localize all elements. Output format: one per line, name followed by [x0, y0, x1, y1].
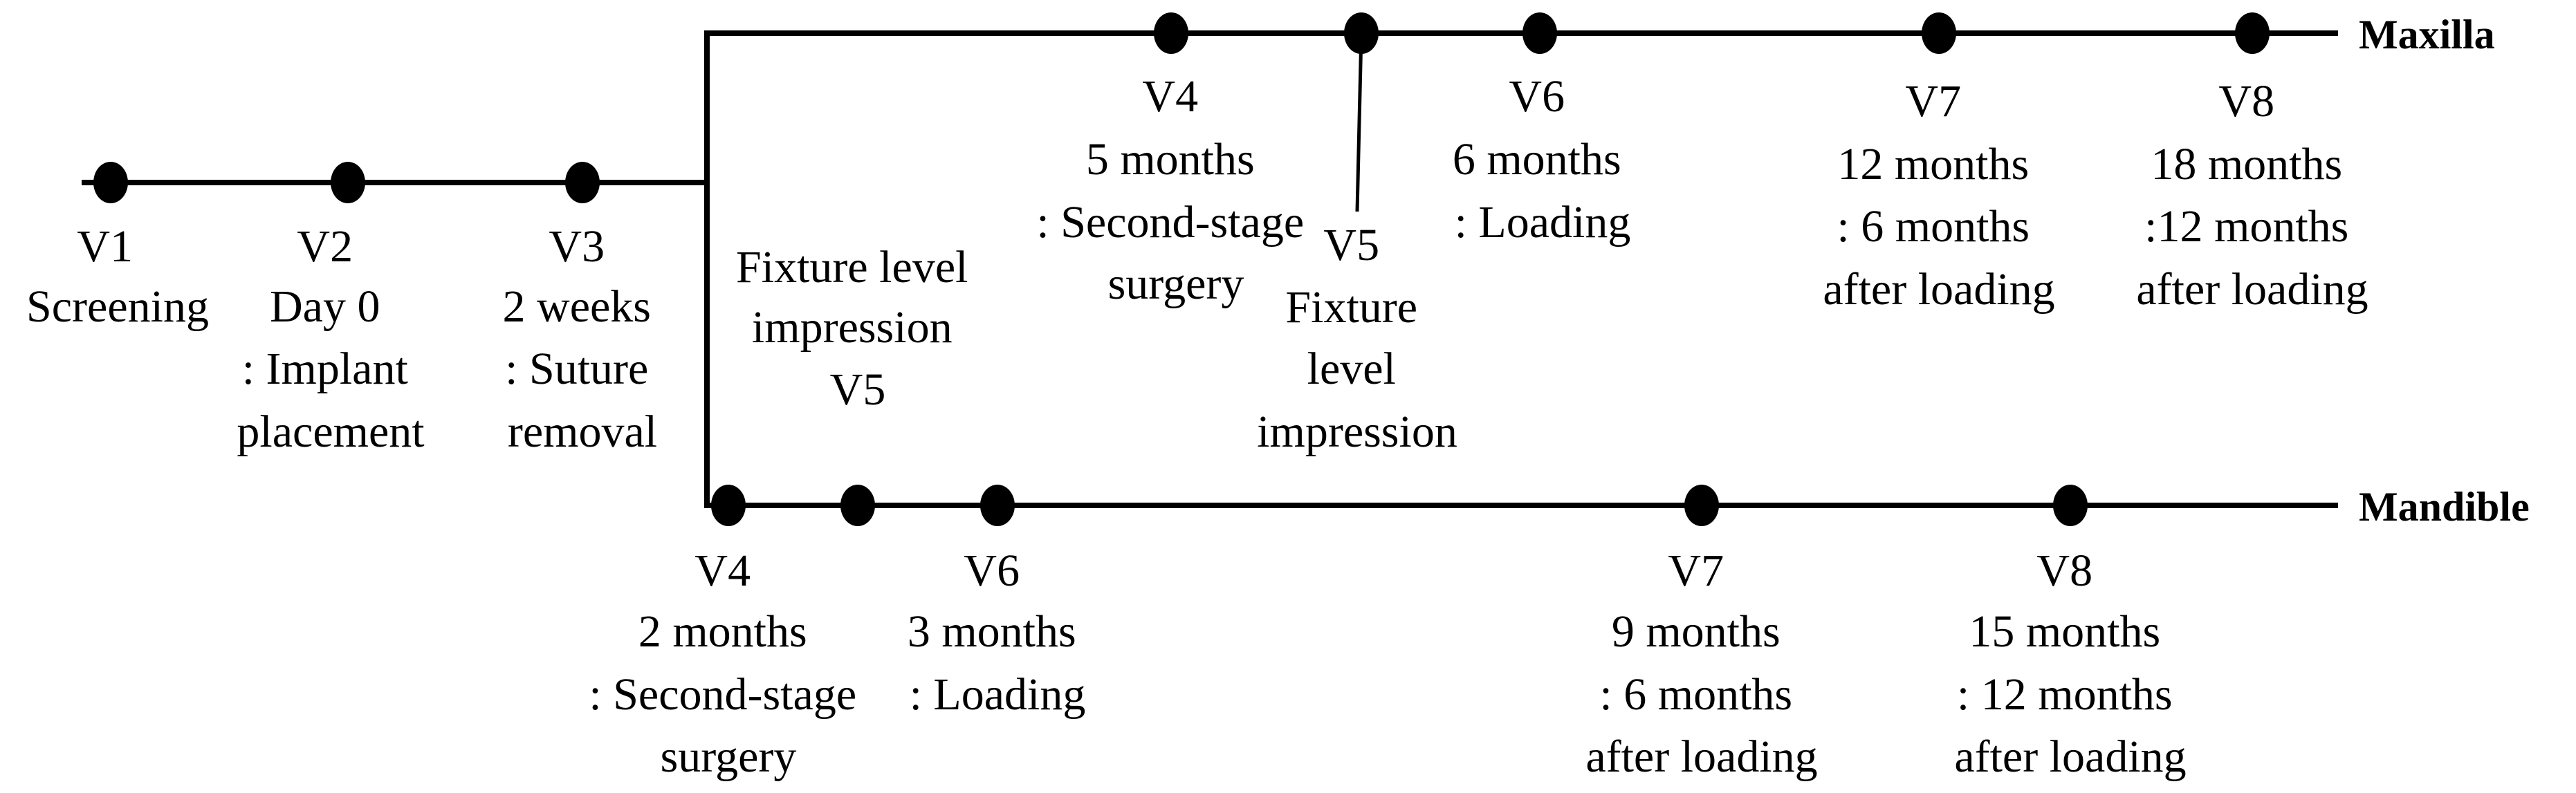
mand-v6-label: V6 3 months : Loading: [908, 545, 1087, 720]
max-v4-dot: [1154, 12, 1188, 54]
max-v8-label: V8 18 months :12 months after loading: [2136, 76, 2368, 315]
v2-dot: [331, 162, 365, 203]
max-v4-label: V4 5 months : Second-stage surgery: [1036, 71, 1315, 309]
maxilla-label: Maxilla: [2359, 12, 2495, 57]
mand-v6-dot: [980, 485, 1015, 526]
max-v7-label: V7 12 months : 6 months after loading: [1823, 76, 2054, 315]
v1-dot: [93, 162, 128, 203]
v3-dot: [565, 162, 600, 203]
mand-v7-label: V7 9 months : 6 months after loading: [1585, 545, 1817, 782]
v2-label: V2 Day 0 : Implant placement: [237, 221, 424, 457]
mand-v4-dot: [711, 485, 746, 526]
mand-v8-label: V8 15 months : 12 months after loading: [1954, 545, 2186, 782]
max-v5-leader-line: [1355, 32, 1363, 212]
max-v6-dot: [1522, 12, 1557, 54]
v3-label: V3 2 weeks : Suture removal: [503, 221, 663, 457]
max-v7-dot: [1922, 12, 1956, 54]
max-v6-label: V6 6 months : Loading: [1453, 71, 1632, 248]
mand-v8-dot: [2053, 485, 2088, 526]
v1-label: V1 Screening: [26, 221, 209, 332]
mand-v7-dot: [1684, 485, 1719, 526]
mandible-label: Mandible: [2359, 484, 2530, 530]
mand-v5-label: Fixture level impression V5: [736, 242, 979, 415]
mand-v5-dot: [840, 485, 875, 526]
mand-v4-label: V4 2 months : Second-stage surgery: [589, 545, 867, 782]
max-v8-dot: [2235, 12, 2270, 54]
max-v5-dot: [1344, 12, 1379, 54]
max-v5-label: V5 Fixture level impression: [1257, 220, 1457, 457]
